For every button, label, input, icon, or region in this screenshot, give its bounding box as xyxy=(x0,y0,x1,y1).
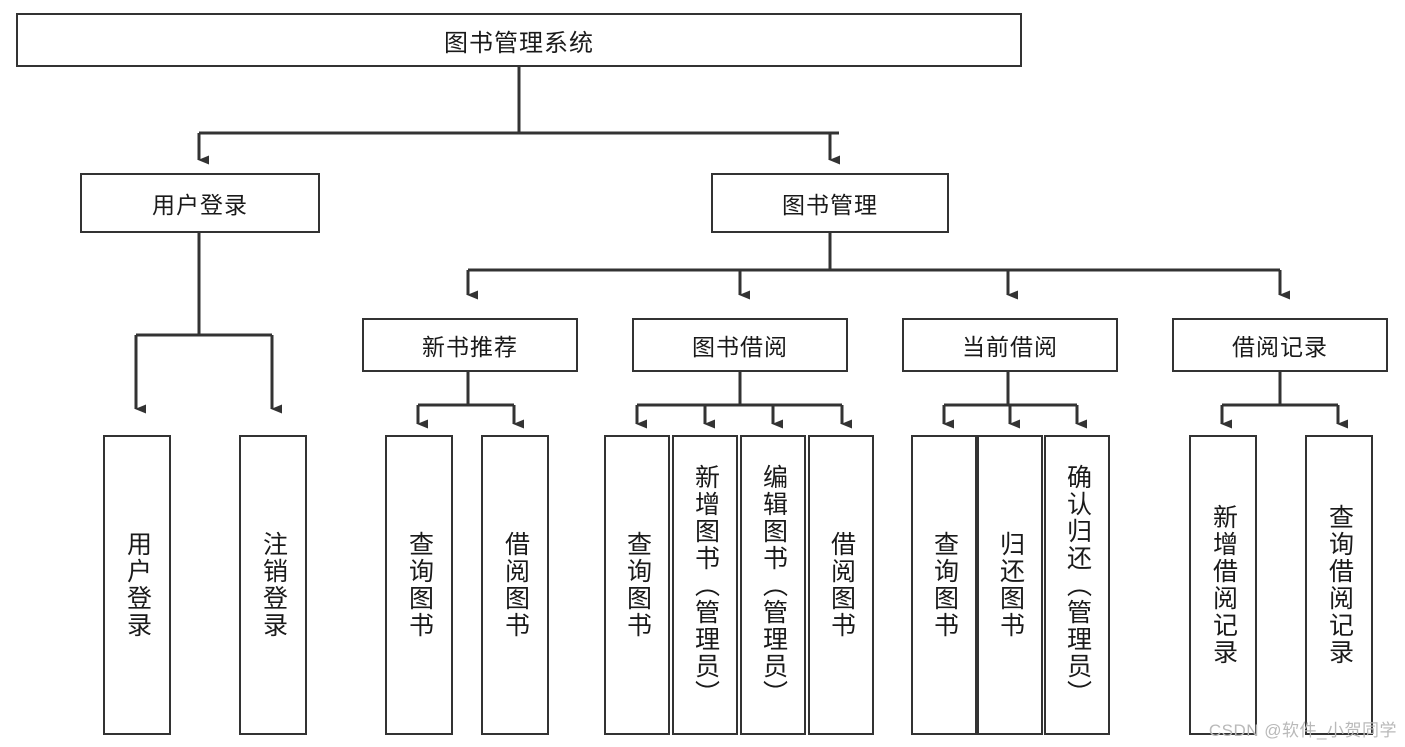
node-root-book-management-system[interactable]: 图书管理系统 xyxy=(16,13,1022,67)
node-label: 编辑图书（管理员） xyxy=(759,463,788,707)
node-leaf-borrow-books[interactable]: 借阅图书 xyxy=(808,435,874,735)
node-leaf-query-books-current[interactable]: 查询图书 xyxy=(911,435,977,735)
node-label: 用户登录 xyxy=(152,192,248,218)
node-label: 查询图书 xyxy=(930,531,959,639)
node-book-management[interactable]: 图书管理 xyxy=(711,173,949,233)
node-leaf-return-books[interactable]: 归还图书 xyxy=(977,435,1043,735)
node-leaf-edit-book-admin[interactable]: 编辑图书（管理员） xyxy=(740,435,806,735)
node-label: 当前借阅 xyxy=(962,334,1058,360)
node-leaf-query-books-recommend[interactable]: 查询图书 xyxy=(385,435,453,735)
node-label: 确认归还（管理员） xyxy=(1063,463,1092,707)
node-leaf-user-login[interactable]: 用户登录 xyxy=(103,435,171,735)
node-label: 图书借阅 xyxy=(692,334,788,360)
node-label: 借阅图书 xyxy=(827,531,856,639)
node-label: 用户登录 xyxy=(123,531,152,639)
node-book-borrowing[interactable]: 图书借阅 xyxy=(632,318,848,372)
node-leaf-logout[interactable]: 注销登录 xyxy=(239,435,307,735)
node-new-book-recommendation[interactable]: 新书推荐 xyxy=(362,318,578,372)
node-label: 借阅图书 xyxy=(501,531,530,639)
node-leaf-add-book-admin[interactable]: 新增图书（管理员） xyxy=(672,435,738,735)
node-leaf-add-borrow-record[interactable]: 新增借阅记录 xyxy=(1189,435,1257,735)
node-label: 查询借阅记录 xyxy=(1325,504,1354,666)
node-label: 查询图书 xyxy=(405,531,434,639)
node-label: 新增借阅记录 xyxy=(1209,504,1238,666)
node-label: 查询图书 xyxy=(623,531,652,639)
node-leaf-confirm-return-admin[interactable]: 确认归还（管理员） xyxy=(1044,435,1110,735)
node-label: 新书推荐 xyxy=(422,334,518,360)
node-leaf-query-borrow-record[interactable]: 查询借阅记录 xyxy=(1305,435,1373,735)
node-current-borrowing[interactable]: 当前借阅 xyxy=(902,318,1118,372)
node-label: 借阅记录 xyxy=(1232,334,1328,360)
node-user-login[interactable]: 用户登录 xyxy=(80,173,320,233)
node-leaf-borrow-books-recommend[interactable]: 借阅图书 xyxy=(481,435,549,735)
csdn-watermark: CSDN @软件_小贺同学 xyxy=(1208,721,1397,740)
node-borrowing-records[interactable]: 借阅记录 xyxy=(1172,318,1388,372)
node-label: 图书管理系统 xyxy=(444,29,594,57)
node-label: 注销登录 xyxy=(259,531,288,639)
node-label: 新增图书（管理员） xyxy=(691,463,720,707)
node-leaf-query-books-borrow[interactable]: 查询图书 xyxy=(604,435,670,735)
node-label: 图书管理 xyxy=(782,192,878,218)
node-label: 归还图书 xyxy=(996,531,1025,639)
